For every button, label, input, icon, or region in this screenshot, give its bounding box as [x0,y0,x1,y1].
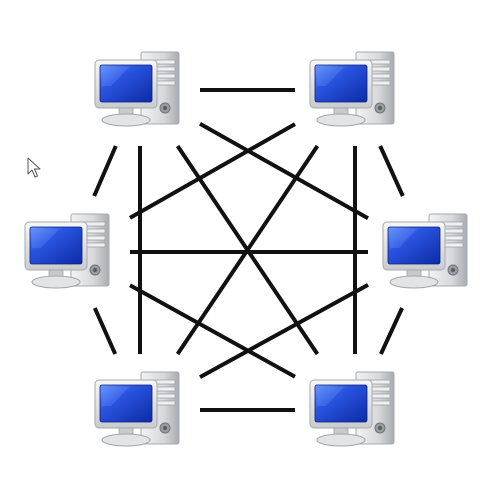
desktop-computer-icon [382,213,468,289]
computers [24,51,468,447]
desktop-computer-icon [94,371,180,447]
connection-line-middle-left-to-bottom-right [129,283,296,379]
connection-line-middle-left-to-bottom-left [92,307,118,355]
computer-top-right [309,51,395,127]
computer-middle-left [24,213,110,289]
connection-line-top-left-to-middle-left [92,145,118,197]
connections [92,88,405,412]
connection-line-top-right-to-middle-right [378,145,405,197]
mouse-pointer-icon [27,157,41,178]
computer-middle-right [382,213,468,289]
desktop-computer-icon [309,371,395,447]
connection-line-middle-right-to-bottom-left [199,283,369,379]
computer-bottom-right [309,371,395,447]
connection-line-top-left-to-middle-right [199,122,369,221]
connection-line-top-right-to-middle-left [129,122,296,220]
computer-top-left [94,51,180,127]
desktop-computer-icon [24,213,110,289]
connection-line-middle-right-to-bottom-right [379,307,404,355]
desktop-computer-icon [309,51,395,127]
desktop-computer-icon [94,51,180,127]
computer-bottom-left [94,371,180,447]
